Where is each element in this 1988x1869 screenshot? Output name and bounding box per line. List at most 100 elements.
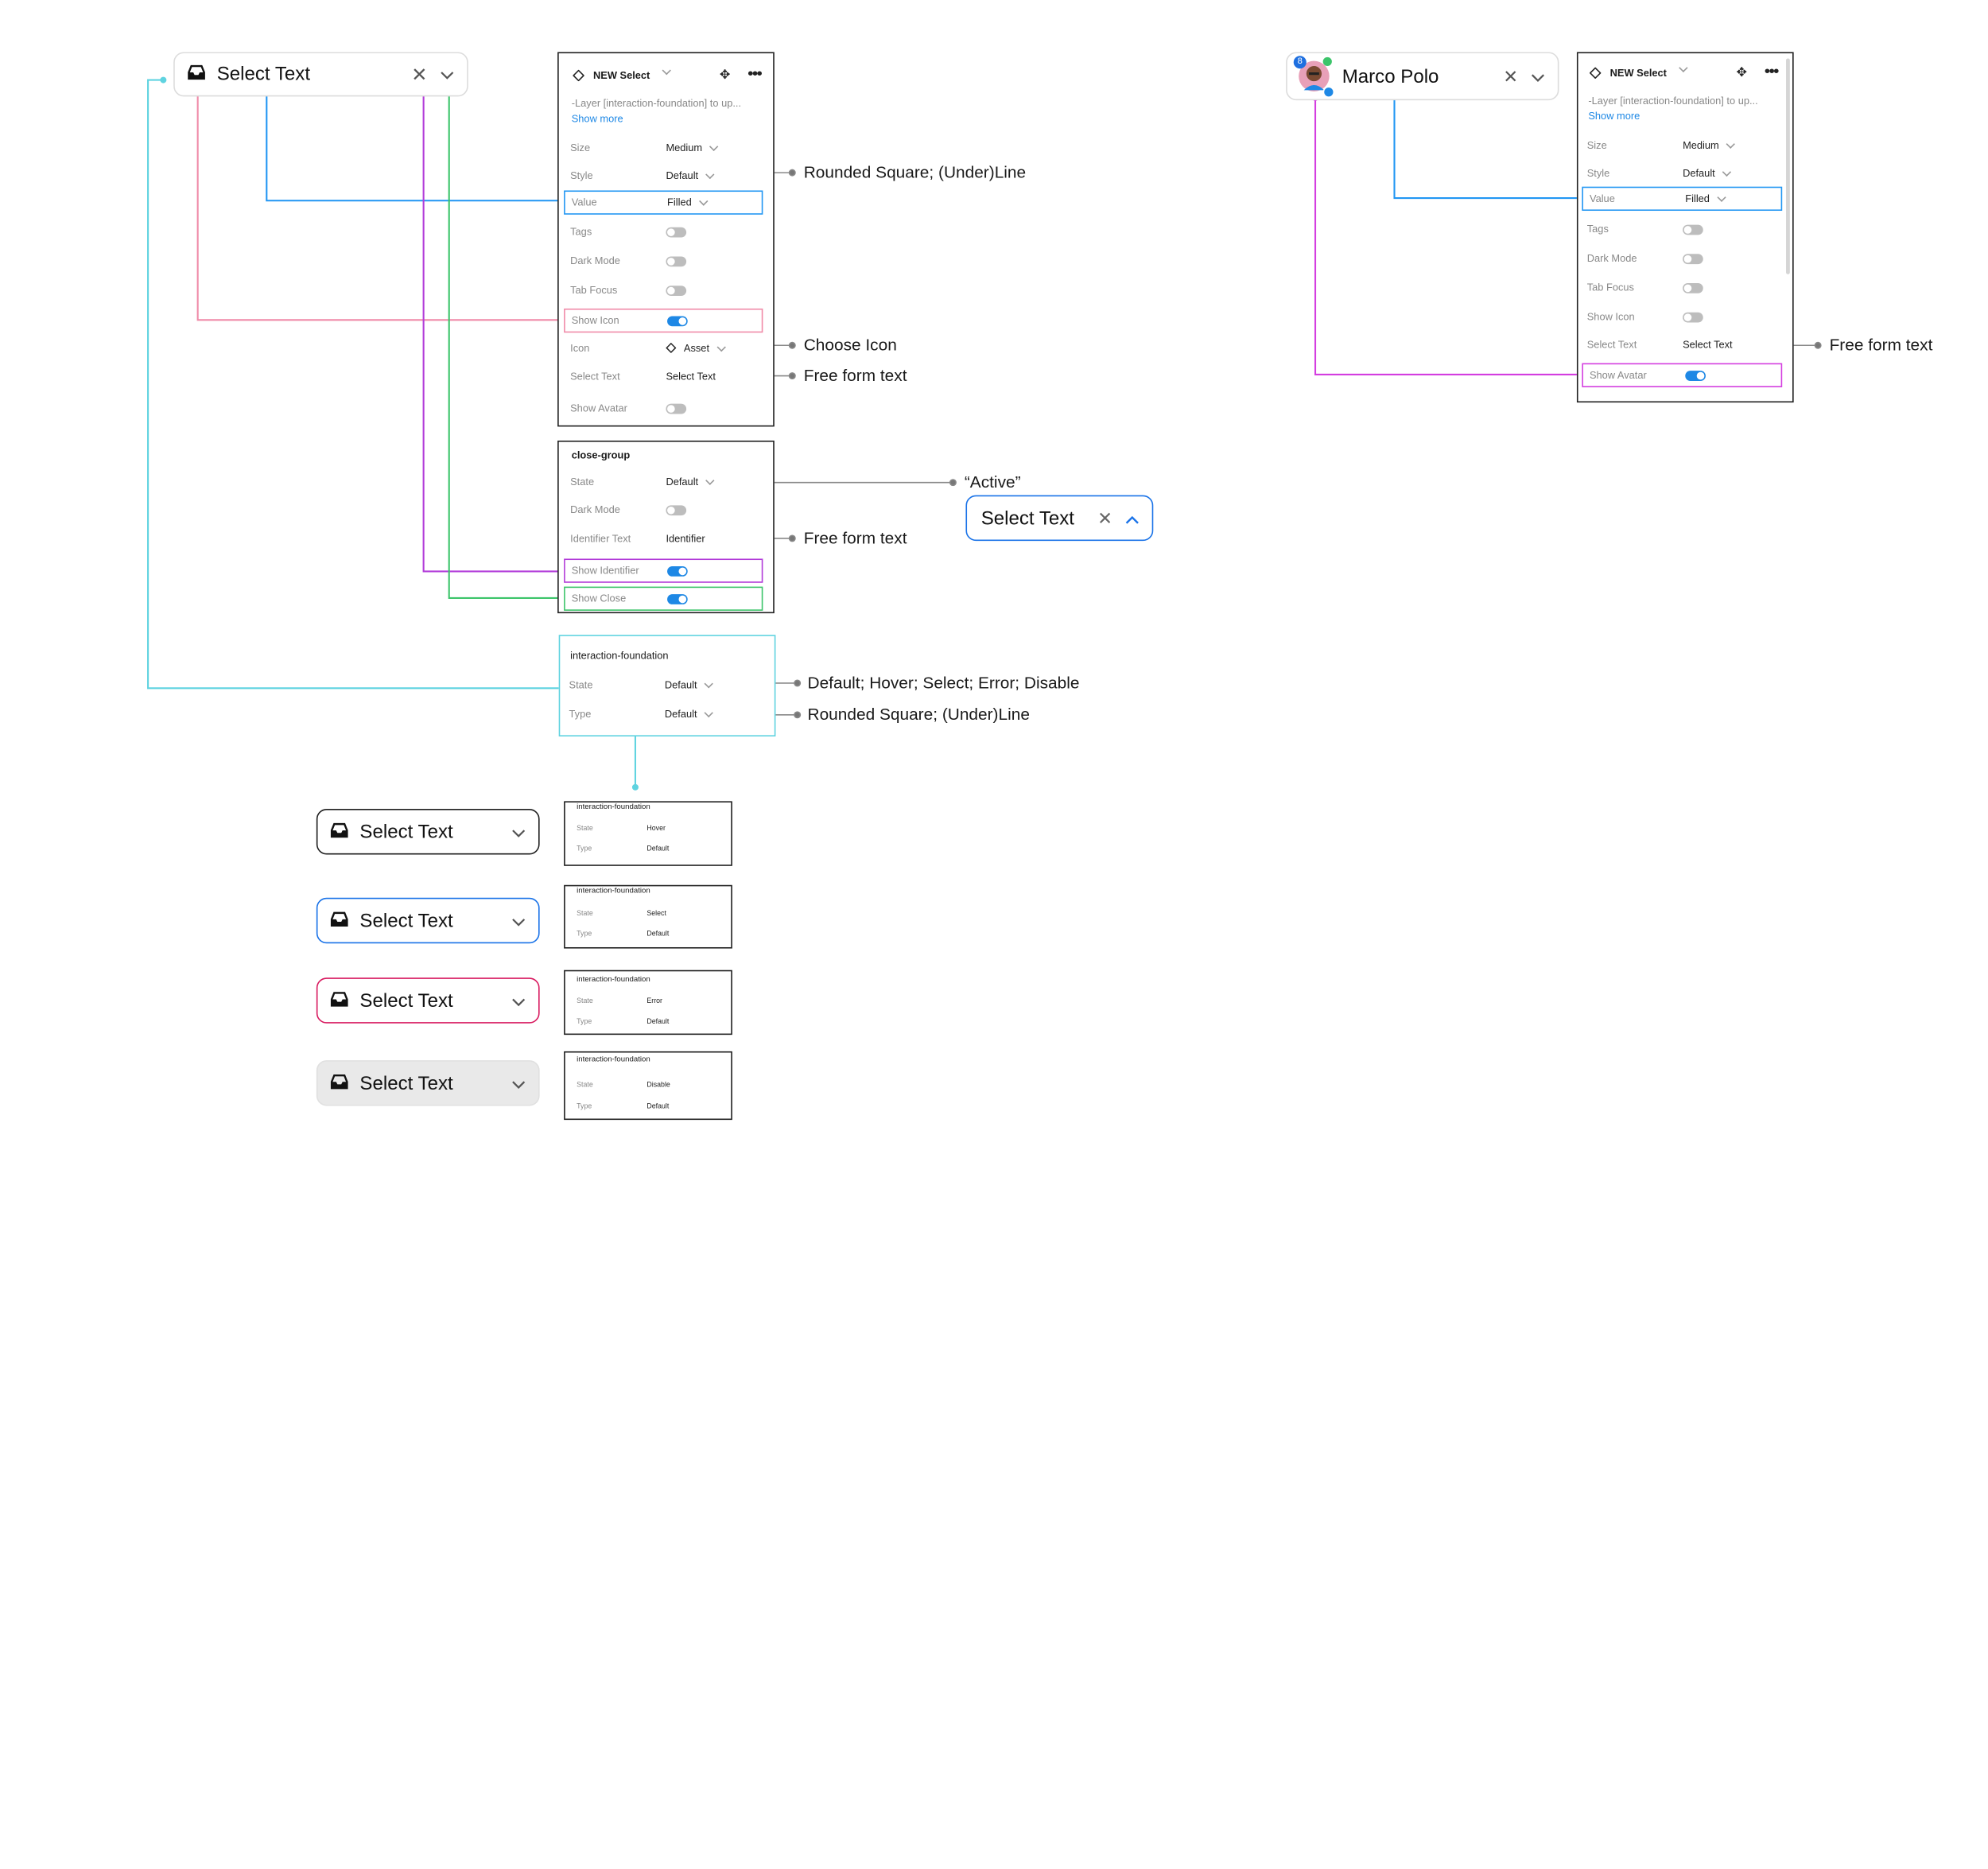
prop-tab-focus[interactable]: Tab Focus bbox=[1581, 275, 1782, 299]
component-diamond-icon bbox=[572, 69, 585, 84]
note-state: Default; Hover; Select; Error; Disable bbox=[807, 673, 1080, 693]
tags-toggle[interactable] bbox=[1683, 223, 1703, 235]
panel-description: -Layer [interaction-foundation] to up... bbox=[571, 97, 742, 110]
avatar-select[interactable]: 8 Marco Polo ✕ bbox=[1286, 52, 1559, 101]
show-more-link[interactable]: Show more bbox=[1588, 110, 1640, 122]
close-icon[interactable]: ✕ bbox=[1097, 507, 1112, 528]
prop-dark-mode[interactable]: Dark Mode bbox=[564, 498, 763, 522]
more-icon[interactable]: ••• bbox=[747, 63, 763, 83]
main-select[interactable]: Select Text ✕ bbox=[173, 52, 468, 97]
show-icon-toggle[interactable] bbox=[667, 315, 688, 326]
show-icon-toggle[interactable] bbox=[1683, 311, 1703, 322]
diamond-icon bbox=[666, 342, 677, 355]
verified-badge-icon bbox=[1322, 86, 1335, 98]
prop-show-identifier[interactable]: Show Identifier bbox=[564, 558, 763, 583]
panel-title: interaction-foundation bbox=[577, 976, 650, 985]
chevron-down-icon[interactable] bbox=[1531, 65, 1545, 87]
note-icon: Choose Icon bbox=[803, 335, 897, 355]
more-icon[interactable]: ••• bbox=[1764, 60, 1780, 80]
scrollbar[interactable] bbox=[1786, 58, 1790, 274]
prop-show-icon[interactable]: Show Icon bbox=[1581, 305, 1782, 328]
chevron-up-icon[interactable] bbox=[1125, 507, 1140, 529]
chevron-down-icon[interactable] bbox=[511, 989, 526, 1011]
panel-title: interaction-foundation bbox=[577, 803, 650, 812]
move-icon[interactable]: ✥ bbox=[1736, 66, 1747, 80]
prop-tab-focus[interactable]: Tab Focus bbox=[564, 278, 763, 302]
error-select[interactable]: Select Text bbox=[316, 977, 540, 1024]
move-icon[interactable]: ✥ bbox=[719, 68, 731, 83]
prop-show-avatar[interactable]: Show Avatar bbox=[564, 396, 763, 420]
note-style: Rounded Square; (Under)Line bbox=[803, 162, 1027, 182]
prop-dark-mode[interactable]: Dark Mode bbox=[1581, 247, 1782, 270]
select-label: Select Text bbox=[980, 507, 1074, 529]
chevron-down-icon[interactable] bbox=[511, 821, 526, 842]
dark-mode-toggle[interactable] bbox=[666, 504, 687, 515]
prop-show-icon[interactable]: Show Icon bbox=[564, 308, 763, 333]
inbox-icon bbox=[330, 989, 348, 1011]
dark-mode-toggle[interactable] bbox=[666, 255, 687, 266]
chevron-down-icon[interactable] bbox=[440, 64, 454, 85]
show-avatar-toggle[interactable] bbox=[1685, 370, 1706, 381]
panel-title: interaction-foundation bbox=[570, 650, 669, 662]
panel-title: close-group bbox=[571, 449, 631, 461]
chevron-down-icon[interactable] bbox=[511, 910, 526, 931]
close-icon[interactable]: ✕ bbox=[1503, 65, 1519, 86]
tags-toggle[interactable] bbox=[666, 226, 687, 237]
prop-show-close[interactable]: Show Close bbox=[564, 586, 763, 611]
active-select[interactable]: Select Text ✕ bbox=[965, 495, 1154, 542]
chevron-down-icon bbox=[511, 1072, 526, 1094]
panel-title: NEW Select bbox=[1609, 67, 1667, 79]
select-state-select[interactable]: Select Text bbox=[316, 897, 540, 944]
inbox-icon bbox=[330, 1072, 348, 1094]
select-label: Marco Polo bbox=[1342, 65, 1439, 87]
avatar-image bbox=[1299, 60, 1330, 91]
note-active: “Active” bbox=[964, 472, 1021, 492]
prop-show-avatar[interactable]: Show Avatar bbox=[1582, 363, 1783, 387]
inbox-icon bbox=[330, 821, 348, 842]
show-avatar-toggle[interactable] bbox=[666, 402, 687, 414]
prop-tags[interactable]: Tags bbox=[564, 220, 763, 243]
avatar: 8 bbox=[1293, 56, 1335, 98]
panel-description: -Layer [interaction-foundation] to up... bbox=[1588, 95, 1758, 107]
disabled-select: Select Text bbox=[316, 1060, 540, 1106]
panel-title: interaction-foundation bbox=[577, 1056, 650, 1064]
inbox-icon bbox=[188, 64, 205, 85]
hover-select[interactable]: Select Text bbox=[316, 808, 540, 855]
show-identifier-toggle[interactable] bbox=[667, 565, 688, 577]
show-close-toggle[interactable] bbox=[667, 593, 688, 604]
prop-tags[interactable]: Tags bbox=[1581, 217, 1782, 241]
note-select-text: Free form text bbox=[803, 365, 907, 385]
close-icon[interactable]: ✕ bbox=[411, 64, 428, 86]
inbox-icon bbox=[330, 910, 348, 931]
tab-focus-toggle[interactable] bbox=[666, 285, 687, 296]
dark-mode-toggle[interactable] bbox=[1683, 253, 1703, 264]
tab-focus-toggle[interactable] bbox=[1683, 282, 1703, 293]
prop-dark-mode[interactable]: Dark Mode bbox=[564, 249, 763, 273]
show-more-link[interactable]: Show more bbox=[571, 113, 623, 125]
